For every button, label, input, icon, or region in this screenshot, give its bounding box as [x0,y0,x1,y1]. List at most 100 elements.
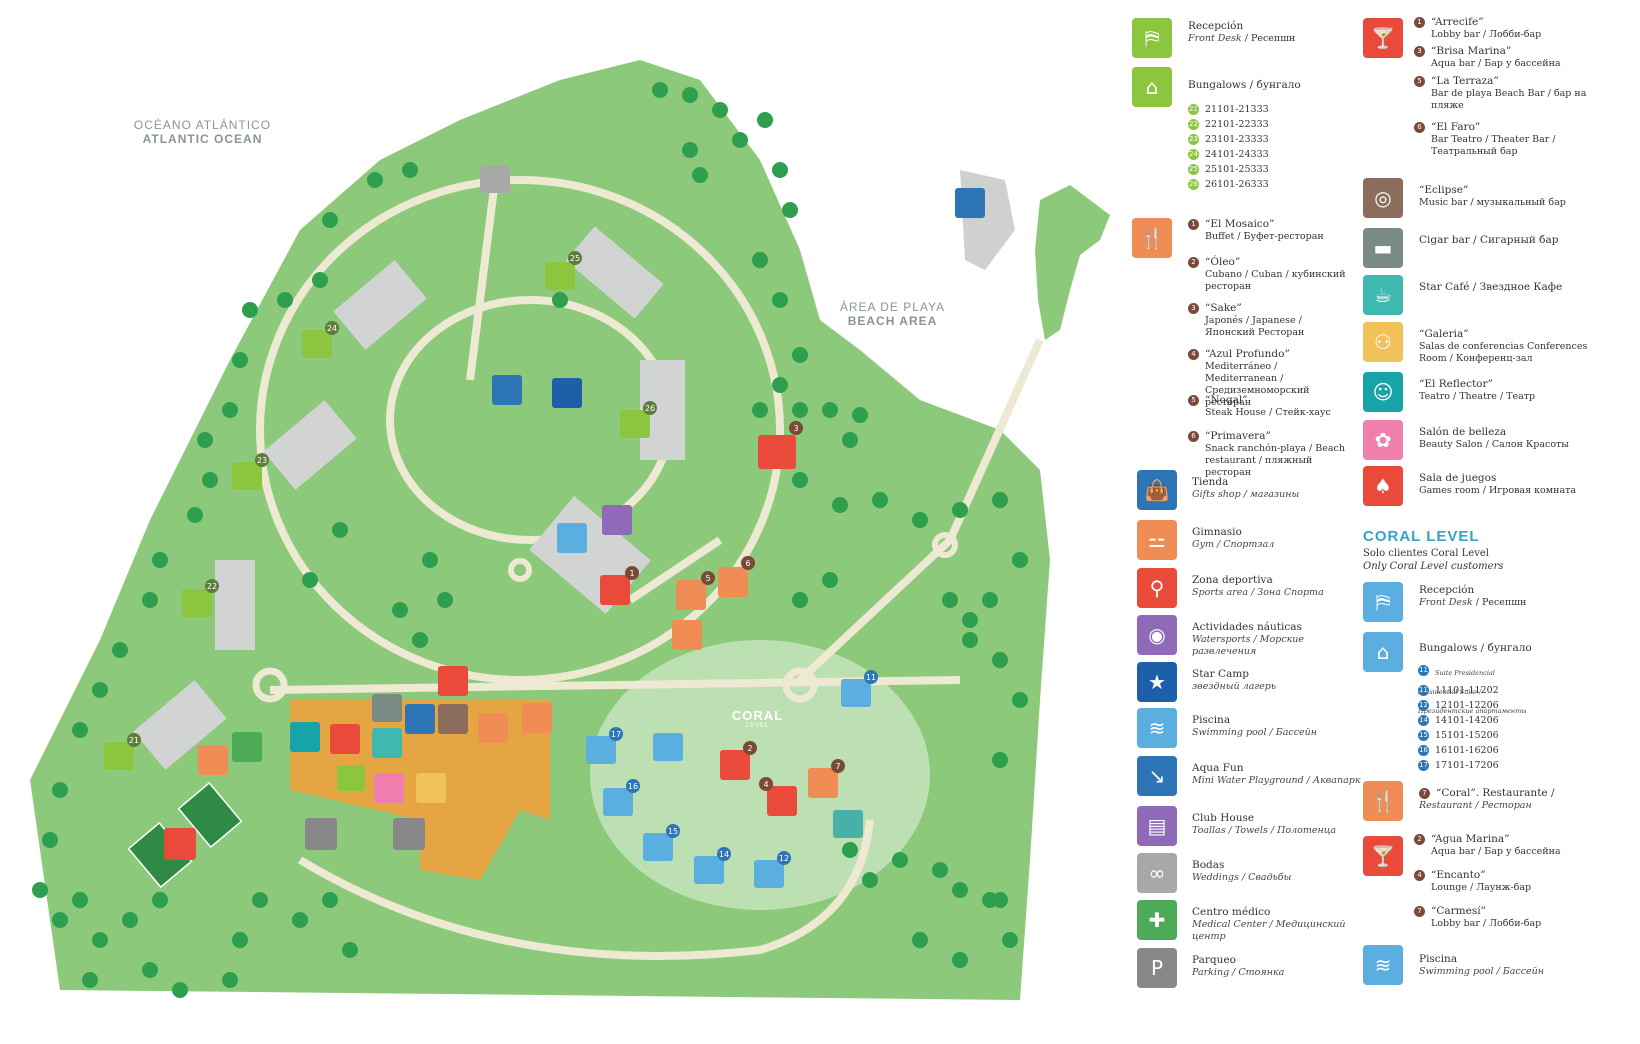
music-bar-pin[interactable] [438,704,468,734]
medical-pin[interactable] [232,732,262,762]
legend-title: Sala de juegos [1419,472,1497,484]
bungalow-pin-25[interactable] [545,262,575,290]
coral-brand-text: CORAL [731,708,784,723]
bar-pin-6[interactable] [330,724,360,754]
num-badge: 6 [1414,121,1425,133]
beach-label: ÁREA DE PLAYA BEACH AREA [825,300,960,328]
conference-pin[interactable] [416,773,446,803]
cigar-pin[interactable] [372,694,402,722]
legend-title: Actividades náuticas [1192,621,1302,633]
tree [187,507,203,523]
star-camp-pin[interactable] [552,378,582,408]
parking-pin[interactable] [305,818,337,850]
theatre-pin[interactable] [290,722,320,752]
tree [952,952,968,968]
tree [752,402,768,418]
coral-pool-pin[interactable] [653,733,683,761]
num-badge: 23 [1188,134,1199,145]
tree [172,982,188,998]
pin-number-text: 1 [629,569,634,578]
tree [552,292,568,308]
club-house-pin[interactable] [602,505,632,535]
pool-pin[interactable] [557,523,587,553]
num-badge: 4 [1188,348,1199,360]
coral-bungalow-pin-16[interactable] [603,788,633,816]
bungalow-pin-24[interactable] [302,330,332,358]
beauty-pin[interactable] [374,773,404,803]
pin-number-text: 3 [793,424,798,433]
bar-desc: Lounge / Лаунж-бар [1431,882,1532,893]
wedding-pier-pin[interactable] [955,188,985,218]
coral-bungalow-pin-11[interactable] [841,679,871,707]
star-camp-icon: ★ [1137,662,1177,702]
coral-bungalow-pin-14[interactable] [694,856,724,884]
tree [852,407,868,423]
parking-pin[interactable] [393,818,425,850]
restaurant-item: 2“Óleo”Cubano / Cuban / кубинский рестор… [1188,256,1348,293]
coral-bar-pin-4[interactable] [767,786,797,816]
coral-pool-sub: Swimming pool / Бассейн [1419,966,1545,977]
pin-number-badge [127,733,141,747]
coral-bar-pin-2[interactable] [720,750,750,780]
bar-pin-3[interactable] [758,435,796,469]
coral-restaurant-pin-7[interactable] [808,768,838,798]
gym-pin[interactable] [198,745,228,775]
legend-text: “El Reflector”Teatro / Theatre / Театр [1419,378,1599,403]
games-icon: ♠ [1363,466,1403,506]
shop-pin[interactable] [405,704,435,734]
restaurant-item: 1“El Mosaico”Buffet / Буфет-ресторан [1188,218,1348,243]
range-text: 21101-21333 [1205,104,1269,115]
beach-island [1035,185,1110,340]
pin-number-text: 21 [129,736,139,745]
sports-pin[interactable] [164,828,196,860]
range-text: 16101-16206 [1435,745,1499,756]
bar-name: 7“Carmesí” [1414,905,1604,918]
legend-title: Star Camp [1192,668,1250,680]
bungalow-pin-22[interactable] [182,589,212,617]
wedding-pin[interactable] [480,165,510,193]
restaurant-pin-2[interactable] [478,713,508,743]
towels-icon: ▤ [1137,806,1177,846]
tree [712,102,728,118]
star-cafe-pin[interactable] [372,728,402,758]
roundabout [782,667,818,703]
bungalow-pin-23[interactable] [232,462,262,490]
coral-bungalow-pin-17[interactable] [586,736,616,764]
tree [152,552,168,568]
bungalow-pin-26[interactable] [620,410,650,438]
aqua-fun-pin[interactable] [492,375,522,405]
num-badge: 2 [1414,833,1425,845]
tree [322,212,338,228]
tree [992,892,1008,908]
restaurant-pin-5[interactable] [676,580,706,610]
bungalow-pin-21[interactable] [104,742,134,770]
pin-number-text: 5 [705,574,710,583]
tree [312,272,328,288]
tree [962,632,978,648]
pin-number-badge [609,727,623,741]
restaurant-name: 5“Nogal” [1188,394,1348,407]
games-pin[interactable] [438,666,468,696]
legend-title: Piscina [1192,714,1231,726]
tree [892,852,908,868]
coral-reception-title: Recepción [1419,584,1475,596]
coral-bungalow-pin-15[interactable] [643,833,673,861]
dumbbell-icon: ⚍ [1137,520,1177,560]
restaurant-pin-6[interactable] [718,567,748,597]
bar-pin-1[interactable] [600,575,630,605]
coral-reception-pin[interactable] [833,810,863,838]
coral-bungalow-pin-12[interactable] [754,860,784,888]
tree [752,252,768,268]
restaurant-pin-6b[interactable] [672,620,702,650]
reception-pin[interactable] [337,765,365,791]
legend-subtitle: Games room / Игровая комната [1419,485,1577,496]
restaurant-pin-1[interactable] [522,703,552,733]
num-badge: 15 [1418,730,1429,741]
pin-number-text: 11 [866,673,876,682]
